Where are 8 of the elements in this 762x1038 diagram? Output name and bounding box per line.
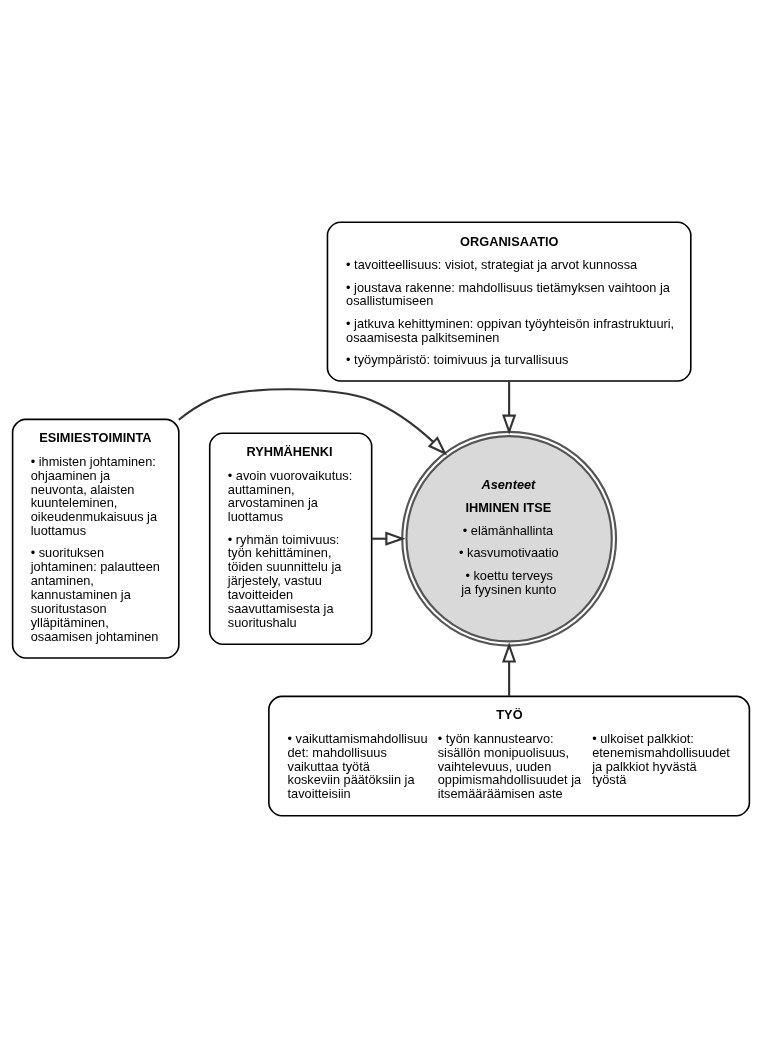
- arrow: [502, 642, 517, 697]
- node-box: ESIMIESTOIMINTA • ihmisten johtaminen: ohjaaminen ja neuvonta, alaisten kuunteleminen, oikeudenmukaisuus ja luottamus • suorituksen johtaminen: palautteen antaminen, kannustaminen ja suoritustason ylläpitäminen, osaamisen johtaminen: [11, 418, 180, 659]
- node-box: TYÖ • vaikuttamismahdollisuudet: mahdollisuus vaikuttaa työtä koskeviin päätöksiin ja tavoitteisiin • työn kannustearvo: sisällön monipuolisuus, vaihtelevuus, uuden oppimismahdollisuudet ja itsemääräämisen aste • ulkoiset palkkiot: etenemismahdollisuudet ja palkkiot hyvästä työstä: [268, 695, 751, 817]
- arrow: [502, 381, 517, 435]
- node-box: RYHMÄHENKI • avoin vuorovaikutus: auttaminen, arvostaminen ja luottamus • ryhmän toimivuus: työn kehittäminen, töiden suunnittelu ja järjestely, vastuu tavoitteiden saavuttamisesta ja suoritushalu: [208, 432, 373, 645]
- node-circle: Asenteet IHMINEN ITSE • elämänhallinta • kasvumotivaatio • koettu terveys ja fyysinen kunto: [401, 430, 618, 647]
- node-box: ORGANISAATIO • tavoitteellisuus: visiot, strategiat ja arvot kunnossa • joustava rakenne: mahdollisuus tietämyksen vaihtoon ja osallistumiseen • jatkuva kehittyminen: oppivan työyhteisön infrastruktuuri, osaamisesta palkitseminen • työympäristö: toimivuus ja turvallisuus: [326, 221, 692, 382]
- arrow: [178, 388, 448, 456]
